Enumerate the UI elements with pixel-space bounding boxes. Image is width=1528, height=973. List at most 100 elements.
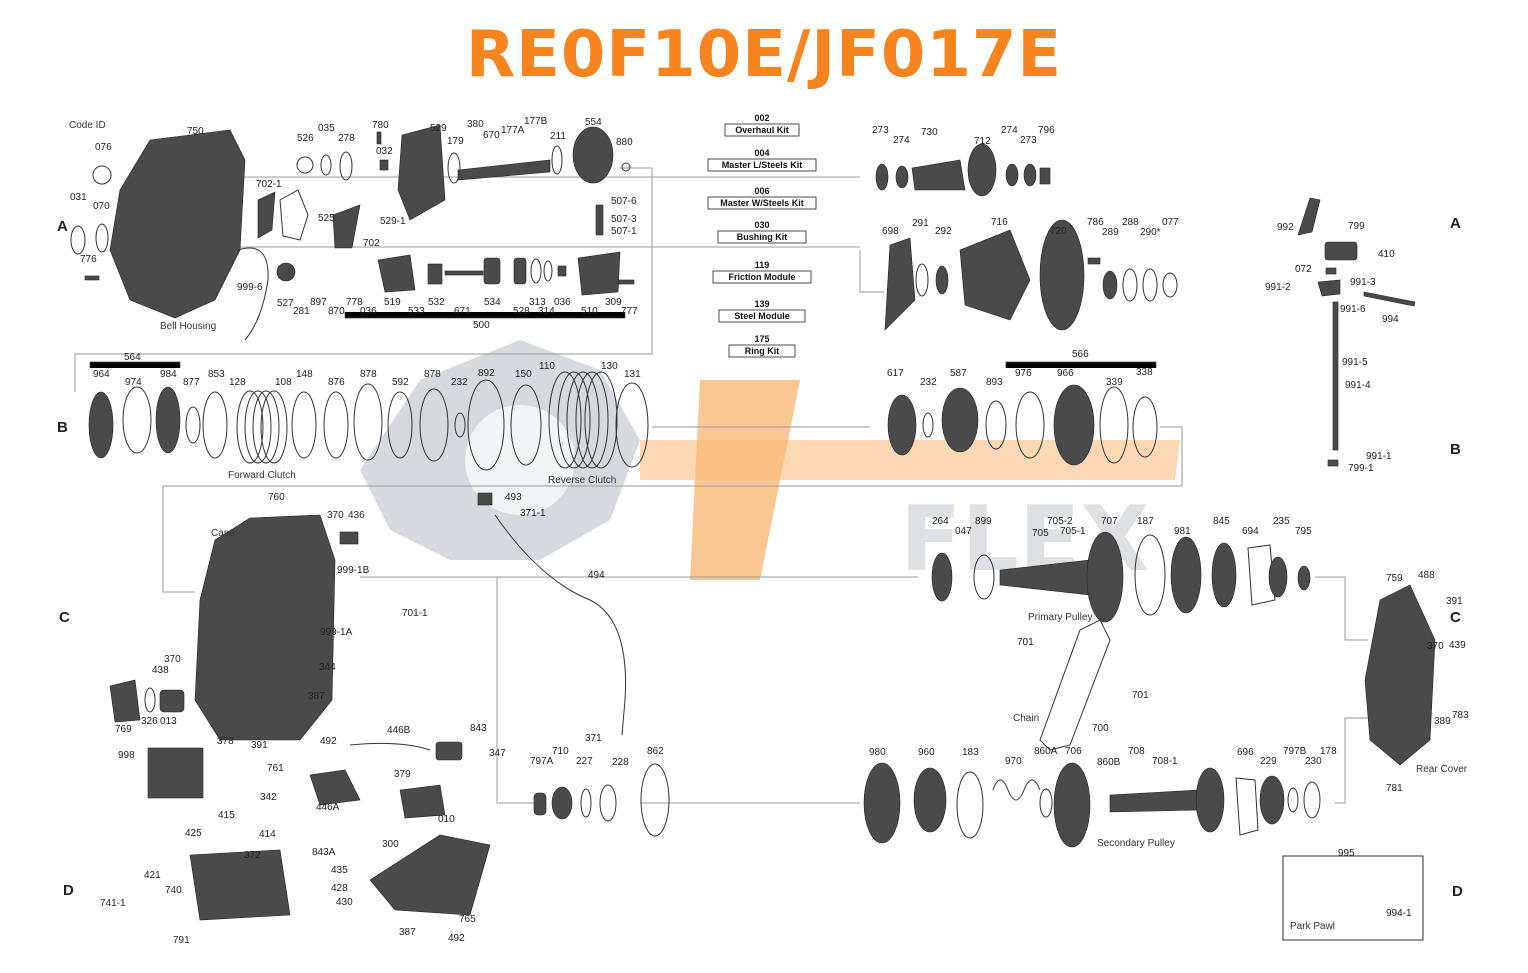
part-label: 421 bbox=[144, 870, 161, 881]
part-964 bbox=[88, 391, 114, 459]
part-529 bbox=[397, 124, 446, 221]
part-780 bbox=[376, 131, 382, 145]
kit-name: Master L/Steels Kit bbox=[722, 160, 803, 170]
part-494-tube bbox=[494, 514, 627, 736]
kit-number: 119 bbox=[755, 260, 770, 270]
part-label: 290* bbox=[1140, 227, 1161, 238]
part-label: 708-1 bbox=[1152, 756, 1178, 767]
part-number-labels: 750076031070776702-1525702999-6526035278… bbox=[70, 116, 1469, 946]
part-974 bbox=[122, 386, 152, 454]
part-label: 507-3 bbox=[611, 214, 637, 225]
part-label: 148 bbox=[296, 369, 313, 380]
section-a-right-parts bbox=[875, 143, 1178, 331]
part-label: 862 bbox=[647, 746, 664, 757]
part-587 bbox=[941, 387, 979, 453]
part-label: 370 bbox=[164, 654, 181, 665]
part-696 bbox=[1235, 777, 1259, 836]
part-label: 264 bbox=[932, 516, 949, 527]
part-label: 232 bbox=[451, 377, 468, 388]
part-label: 389 bbox=[1434, 716, 1451, 727]
section-letter-c: C bbox=[59, 609, 70, 626]
part-label: 228 bbox=[612, 757, 629, 768]
part-label: 999-1B bbox=[337, 565, 370, 576]
part-label: 780 bbox=[372, 120, 389, 131]
part-288 bbox=[1122, 268, 1138, 302]
part-label: 415 bbox=[218, 810, 235, 821]
part-274b bbox=[1005, 163, 1019, 187]
oil-pan-300 bbox=[369, 834, 491, 916]
part-278 bbox=[339, 151, 353, 181]
park-pawl-box bbox=[1282, 855, 1424, 941]
part-label: 010 bbox=[438, 814, 455, 825]
part-877 bbox=[185, 406, 201, 444]
part-label: 072 bbox=[1295, 264, 1312, 275]
part-label: 178 bbox=[1320, 746, 1337, 757]
kit-box bbox=[712, 270, 812, 284]
part-label: 892 bbox=[478, 368, 495, 379]
part-label: 705-1 bbox=[1060, 526, 1086, 537]
part-label: 799 bbox=[1348, 221, 1365, 232]
part-label: 339 bbox=[1106, 377, 1123, 388]
kit-name: Bushing Kit bbox=[737, 232, 788, 242]
part-230 bbox=[1303, 781, 1321, 819]
part-label: 760 bbox=[268, 492, 285, 503]
part-label: 425 bbox=[185, 828, 202, 839]
part-035 bbox=[320, 154, 332, 176]
part-227 bbox=[580, 788, 592, 818]
part-label: 966 bbox=[1057, 368, 1074, 379]
part-291 bbox=[915, 263, 929, 297]
part-label: 493 bbox=[505, 492, 522, 503]
part-label: 526 bbox=[297, 133, 314, 144]
part-label: 300 bbox=[382, 839, 399, 850]
section-letter-d: D bbox=[1452, 883, 1463, 900]
kit-name: Friction Module bbox=[729, 272, 796, 282]
part-314 bbox=[543, 260, 553, 282]
part-label: 387 bbox=[308, 691, 325, 702]
part-991-3 bbox=[1317, 279, 1341, 297]
part-label: 878 bbox=[360, 369, 377, 380]
part-label: 529 bbox=[430, 123, 447, 134]
part-label: 617 bbox=[887, 368, 904, 379]
caption-chain: Chain bbox=[1013, 713, 1039, 724]
part-label: 564 bbox=[124, 352, 141, 363]
part-label: 694 bbox=[1242, 526, 1259, 537]
kit-name: Steel Module bbox=[734, 311, 790, 321]
part-label: 799-1 bbox=[1348, 463, 1374, 474]
part-702 bbox=[332, 204, 361, 249]
part-label: 428 bbox=[331, 883, 348, 894]
part-label: 391 bbox=[251, 740, 268, 751]
part-label: 070 bbox=[93, 201, 110, 212]
section-letter-a: A bbox=[57, 218, 68, 235]
part-992 bbox=[1297, 197, 1321, 236]
part-label: 991-2 bbox=[1265, 282, 1291, 293]
part-label: 701 bbox=[1017, 637, 1034, 648]
part-label: 843A bbox=[312, 847, 336, 858]
watermark-orange-bar bbox=[640, 440, 1180, 480]
kit-name: Ring Kit bbox=[745, 346, 780, 356]
part-526 bbox=[296, 156, 314, 174]
part-211 bbox=[551, 145, 563, 175]
part-510 bbox=[577, 251, 621, 296]
secondary-pulley-shaft bbox=[1109, 789, 1201, 813]
caption-forward-clutch: Forward Clutch bbox=[228, 470, 296, 481]
part-label: 510 bbox=[581, 306, 598, 317]
part-label: 970 bbox=[1005, 756, 1022, 767]
part-446B-harness bbox=[349, 742, 431, 751]
part-label: 991-3 bbox=[1350, 277, 1376, 288]
part-228 bbox=[599, 784, 617, 822]
part-label: 288 bbox=[1122, 217, 1139, 228]
part-label: 229 bbox=[1260, 756, 1277, 767]
part-label: 230 bbox=[1305, 756, 1322, 767]
kit-box bbox=[717, 230, 807, 244]
part-671 bbox=[444, 270, 484, 276]
part-730 bbox=[911, 159, 966, 191]
part-label: 110 bbox=[539, 361, 555, 372]
part-339 bbox=[1099, 386, 1129, 464]
part-label: 778 bbox=[346, 297, 363, 308]
part-991-4 bbox=[1332, 301, 1339, 451]
part-label: 108 bbox=[275, 377, 292, 388]
part-label: 712 bbox=[974, 136, 991, 147]
caption-case: Case bbox=[211, 528, 235, 539]
part-label: 211 bbox=[550, 131, 566, 142]
